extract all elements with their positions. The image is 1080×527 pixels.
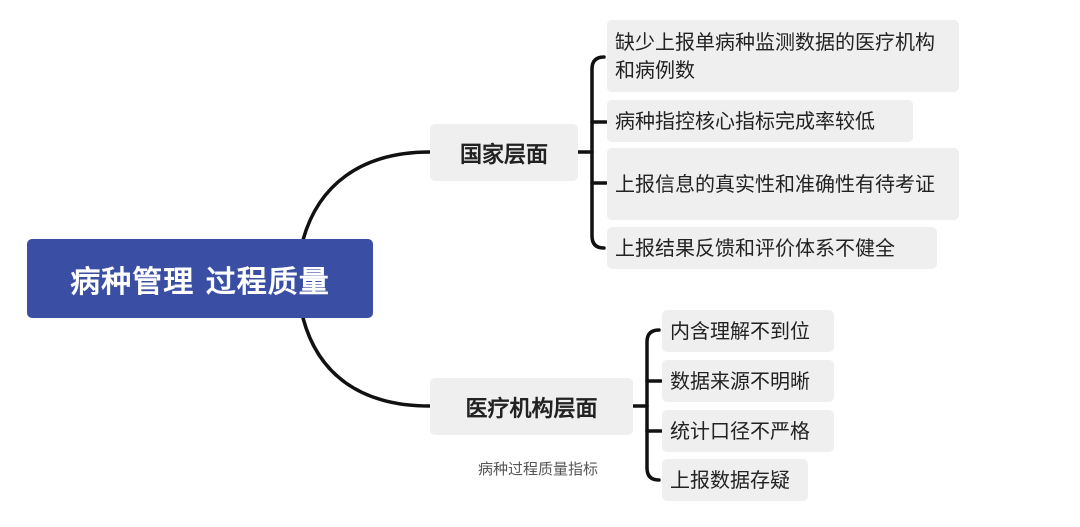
connector-national-bracket — [590, 55, 606, 250]
leaf-institution-2[interactable]: 数据来源不明晰 — [662, 360, 834, 402]
leaf-national-3[interactable]: 上报信息的真实性和准确性有待考证 — [607, 148, 959, 220]
leaf-national-2[interactable]: 病种指控核心指标完成率较低 — [607, 100, 913, 142]
leaf-label: 上报数据存疑 — [670, 468, 790, 492]
leaf-label: 病种指控核心指标完成率较低 — [615, 109, 875, 133]
connector-root-to-institution — [301, 316, 432, 408]
leaf-institution-3[interactable]: 统计口径不严格 — [662, 410, 834, 452]
leaf-label: 上报结果反馈和评价体系不健全 — [615, 236, 895, 260]
leaf-national-1[interactable]: 缺少上报单病种监测数据的医疗机构和病例数 — [607, 20, 959, 92]
branch-label: 国家层面 — [459, 142, 548, 168]
connector-root-to-national — [301, 150, 432, 242]
leaf-label: 内含理解不到位 — [670, 319, 810, 343]
leaf-institution-1[interactable]: 内含理解不到位 — [662, 310, 834, 352]
root-label: 病种管理 过程质量 — [70, 264, 330, 300]
leaf-national-4[interactable]: 上报结果反馈和评价体系不健全 — [607, 227, 937, 269]
leaf-label: 统计口径不严格 — [670, 419, 810, 443]
branch-node-national[interactable]: 国家层面 — [430, 124, 578, 181]
leaf-label: 上报信息的真实性和准确性有待考证 — [615, 172, 935, 196]
caption: 病种过程质量指标 — [477, 460, 598, 478]
root-node[interactable]: 病种管理 过程质量 — [27, 239, 373, 318]
branch-label: 医疗机构层面 — [465, 396, 598, 422]
branch-node-institution[interactable]: 医疗机构层面 — [430, 378, 633, 435]
leaf-label: 缺少上报单病种监测数据的医疗机构和病例数 — [615, 30, 935, 82]
leaf-institution-4[interactable]: 上报数据存疑 — [662, 459, 808, 501]
leaf-label: 数据来源不明晰 — [670, 369, 810, 393]
connector-institution-bracket — [645, 328, 661, 482]
